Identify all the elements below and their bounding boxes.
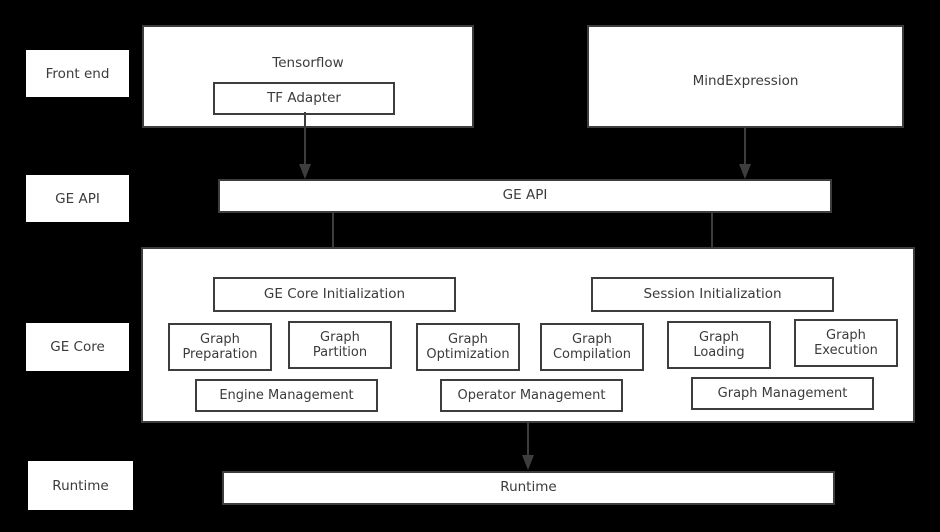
layer-label-runtime: Runtime [28,461,133,510]
tf-adapter-box[interactable]: TF Adapter [213,82,395,115]
module-graph-partition-line1: Graph [320,329,360,345]
layer-label-ge-api: GE API [26,175,129,222]
layer-label-runtime-text: Runtime [52,477,109,494]
runtime-bar-label: Runtime [500,479,557,496]
module-graph-preparation[interactable]: Graph Preparation [168,323,272,371]
module-graph-compilation-line2: Compilation [552,347,632,362]
module-graph-execution-line2: Execution [814,343,878,358]
module-graph-partition[interactable]: Graph Partition [288,321,392,369]
ge-api-bar[interactable]: GE API [218,179,832,213]
arrow-tf-adapter-to-ge-api [297,112,313,180]
module-graph-execution-line1: Graph [826,327,866,343]
module-graph-partition-line2: Partition [312,345,368,360]
module-graph-loading-line1: Graph [699,329,739,345]
ge-core-container: GE Core Initialization Session Initializ… [141,247,915,423]
layer-label-front-end-text: Front end [45,65,110,82]
ge-core-initialization-label: GE Core Initialization [263,285,406,302]
module-graph-compilation-line1: Graph [572,331,612,347]
runtime-bar[interactable]: Runtime [222,471,835,505]
mindexpression-title: MindExpression [692,73,799,89]
tensorflow-title: Tensorflow [272,55,344,71]
manager-operator-management-label: Operator Management [457,387,606,403]
layer-label-ge-api-text: GE API [55,190,100,207]
module-graph-execution[interactable]: Graph Execution [794,319,898,367]
ge-core-initialization-box[interactable]: GE Core Initialization [213,277,456,312]
layer-label-ge-core-text: GE Core [50,339,105,355]
module-graph-optimization[interactable]: Graph Optimization [416,323,520,371]
arrow-ge-core-to-runtime [520,423,536,471]
module-graph-preparation-line1: Graph [200,331,240,347]
manager-graph-management-label: Graph Management [717,385,848,401]
layer-label-ge-core: GE Core [26,323,129,371]
mindexpression-container: MindExpression [587,25,904,128]
manager-engine-management-label: Engine Management [219,387,354,403]
manager-graph-management[interactable]: Graph Management [691,377,874,410]
module-graph-loading[interactable]: Graph Loading [667,321,771,369]
tf-adapter-label: TF Adapter [267,89,341,106]
ge-api-bar-label: GE API [502,187,548,204]
manager-engine-management[interactable]: Engine Management [195,379,378,412]
module-graph-loading-line2: Loading [693,345,745,360]
module-graph-preparation-line2: Preparation [182,347,258,362]
module-graph-compilation[interactable]: Graph Compilation [540,323,644,371]
module-graph-optimization-line2: Optimization [426,347,510,362]
arrow-mindexpression-to-ge-api [737,128,753,180]
manager-operator-management[interactable]: Operator Management [440,379,623,412]
layer-label-front-end: Front end [26,50,129,97]
tensorflow-container: Tensorflow TF Adapter [142,25,474,128]
session-initialization-label: Session Initialization [643,285,782,302]
module-graph-optimization-line1: Graph [448,331,488,347]
session-initialization-box[interactable]: Session Initialization [591,277,834,312]
